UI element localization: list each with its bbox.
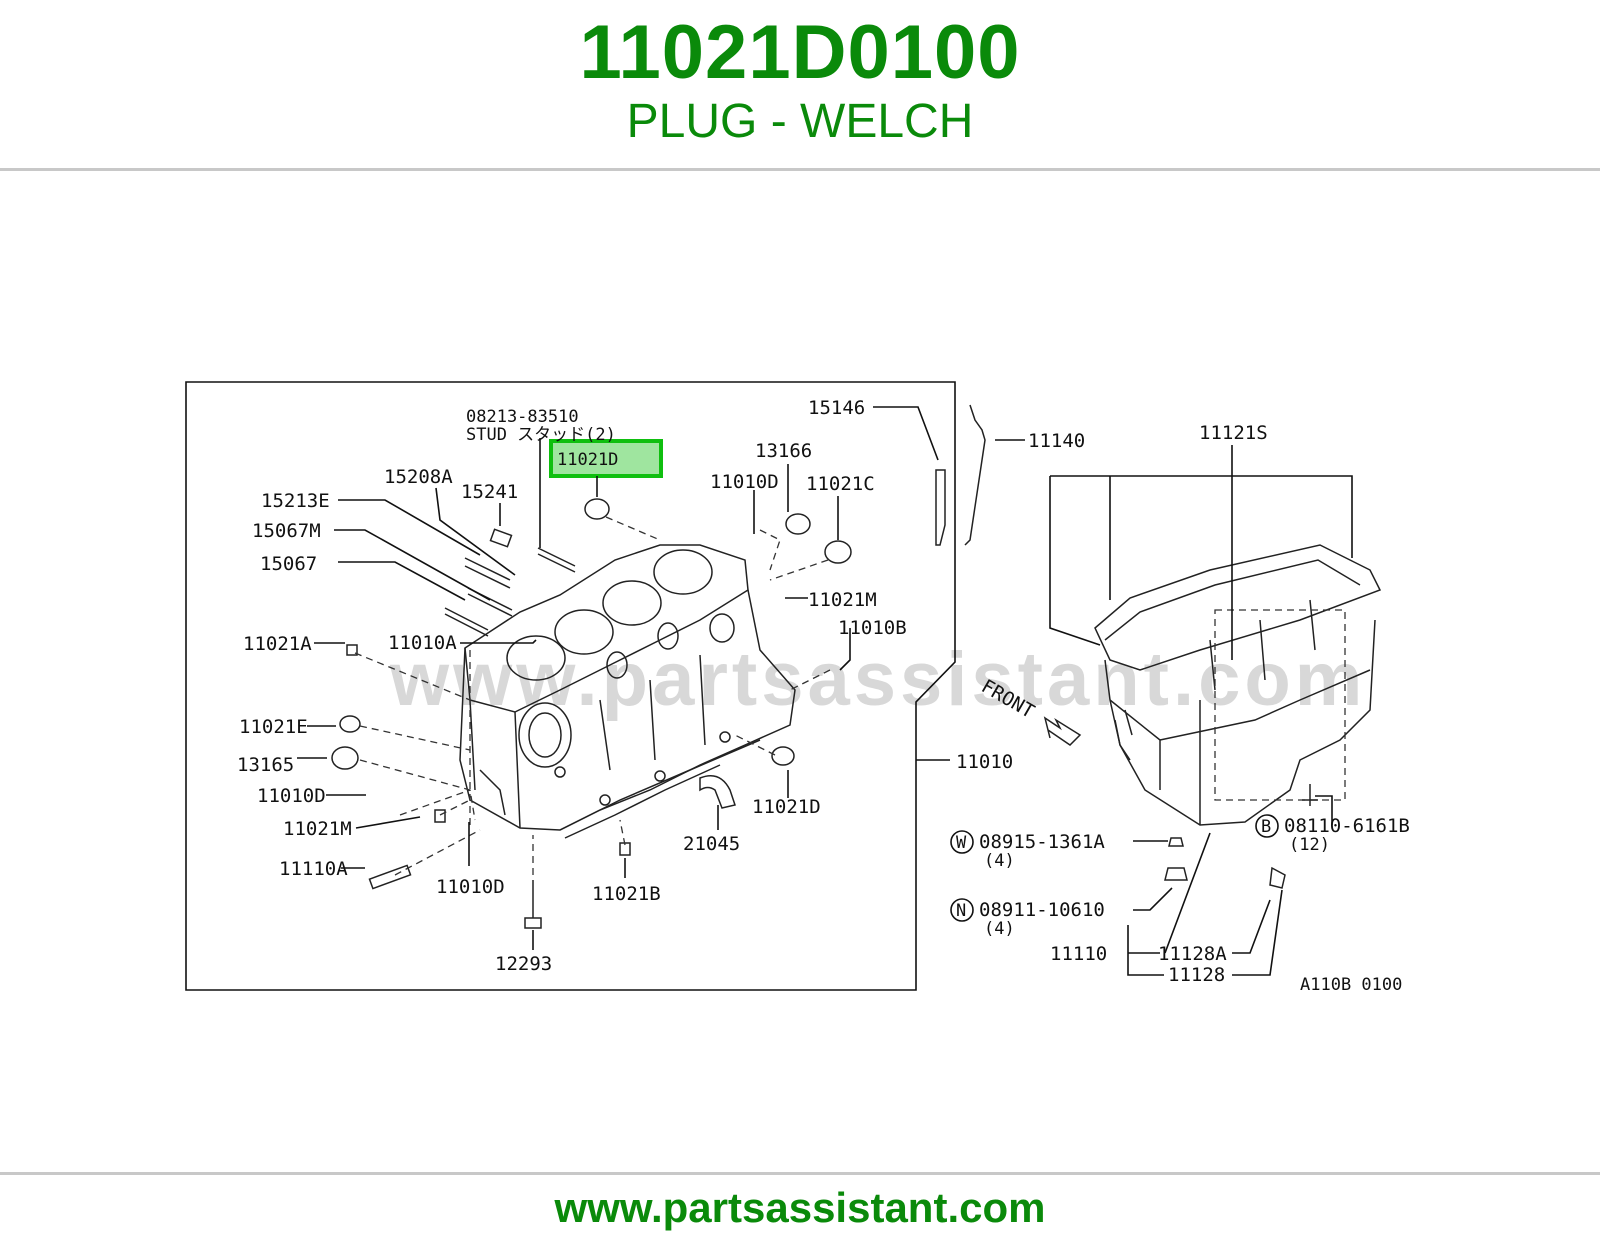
- callout-21045[interactable]: 21045: [683, 833, 740, 855]
- block-frame: [185, 381, 956, 991]
- header: 11021D0100 PLUG - WELCH: [0, 0, 1600, 170]
- w-symbol-circle: [950, 830, 974, 854]
- callout-15067[interactable]: 15067: [260, 553, 317, 575]
- n-symbol-circle: [950, 898, 974, 922]
- callout-11010D-left[interactable]: 11010D: [257, 785, 326, 807]
- bottom-divider: [0, 1172, 1600, 1175]
- callout-11110[interactable]: 11110: [1050, 943, 1107, 965]
- callout-b-part[interactable]: 08110-6161B: [1284, 815, 1410, 837]
- callout-b-qty: (12): [1289, 835, 1330, 855]
- callout-15067M[interactable]: 15067M: [252, 520, 321, 542]
- callout-15146[interactable]: 15146: [808, 397, 865, 419]
- callout-n-qty: (4): [984, 919, 1015, 939]
- leader-lines: [297, 406, 1353, 976]
- callout-11010[interactable]: 11010: [956, 751, 1013, 773]
- callout-11021M-right[interactable]: 11021M: [808, 589, 877, 611]
- part-name-subtitle: PLUG - WELCH: [626, 95, 974, 148]
- callout-11110A[interactable]: 11110A: [279, 858, 348, 880]
- callout-13166[interactable]: 13166: [755, 440, 812, 462]
- n-symbol: N: [956, 901, 966, 921]
- callout-11021D-right[interactable]: 11021D: [752, 796, 821, 818]
- callout-11128[interactable]: 11128: [1168, 964, 1225, 986]
- callout-11021C[interactable]: 11021C: [806, 473, 875, 495]
- callout-w-qty: (4): [984, 851, 1015, 871]
- figure-code: A110B 0100: [1300, 975, 1402, 995]
- b-symbol: B: [1261, 817, 1271, 837]
- callout-11010D-top[interactable]: 11010D: [710, 471, 779, 493]
- dipstick-illustration: [935, 404, 986, 546]
- oil-pan-illustration: [1094, 544, 1382, 889]
- assembly-dashed-lines: [354, 516, 831, 876]
- callout-12293[interactable]: 12293: [495, 953, 552, 975]
- callout-w-part[interactable]: 08915-1361A: [979, 831, 1105, 853]
- callout-stud-part[interactable]: 08213-83510: [466, 407, 579, 427]
- highlight-box[interactable]: [549, 439, 663, 478]
- part-number-title: 11021D0100: [579, 10, 1021, 95]
- callout-11021D-highlighted[interactable]: 11021D: [557, 450, 618, 470]
- callout-11140[interactable]: 11140: [1028, 430, 1085, 452]
- callout-11021E[interactable]: 11021E: [239, 716, 308, 738]
- front-arrow-icon: [1043, 716, 1082, 746]
- block-small-parts: [331, 498, 852, 929]
- callout-15208A[interactable]: 15208A: [384, 466, 453, 488]
- callout-11010D-bottom[interactable]: 11010D: [436, 876, 505, 898]
- footer-url-link[interactable]: www.partsassistant.com: [554, 1184, 1046, 1231]
- callout-11021A[interactable]: 11021A: [243, 633, 312, 655]
- callout-11021M-left[interactable]: 11021M: [283, 818, 352, 840]
- top-divider: [0, 168, 1600, 171]
- callout-11021B[interactable]: 11021B: [592, 883, 661, 905]
- w-symbol: W: [956, 833, 967, 853]
- callout-15241[interactable]: 15241: [461, 481, 518, 503]
- callout-stud-desc: STUD スタッド(2): [466, 425, 616, 445]
- callout-13165[interactable]: 13165: [237, 754, 294, 776]
- callout-n-part[interactable]: 08911-10610: [979, 899, 1105, 921]
- callout-11010B[interactable]: 11010B: [838, 617, 907, 639]
- callout-11128A[interactable]: 11128A: [1158, 943, 1227, 965]
- callout-11121S[interactable]: 11121S: [1199, 422, 1268, 444]
- callout-11010A[interactable]: 11010A: [388, 632, 457, 654]
- callout-15213E[interactable]: 15213E: [261, 490, 330, 512]
- b-symbol-circle: [1255, 814, 1279, 838]
